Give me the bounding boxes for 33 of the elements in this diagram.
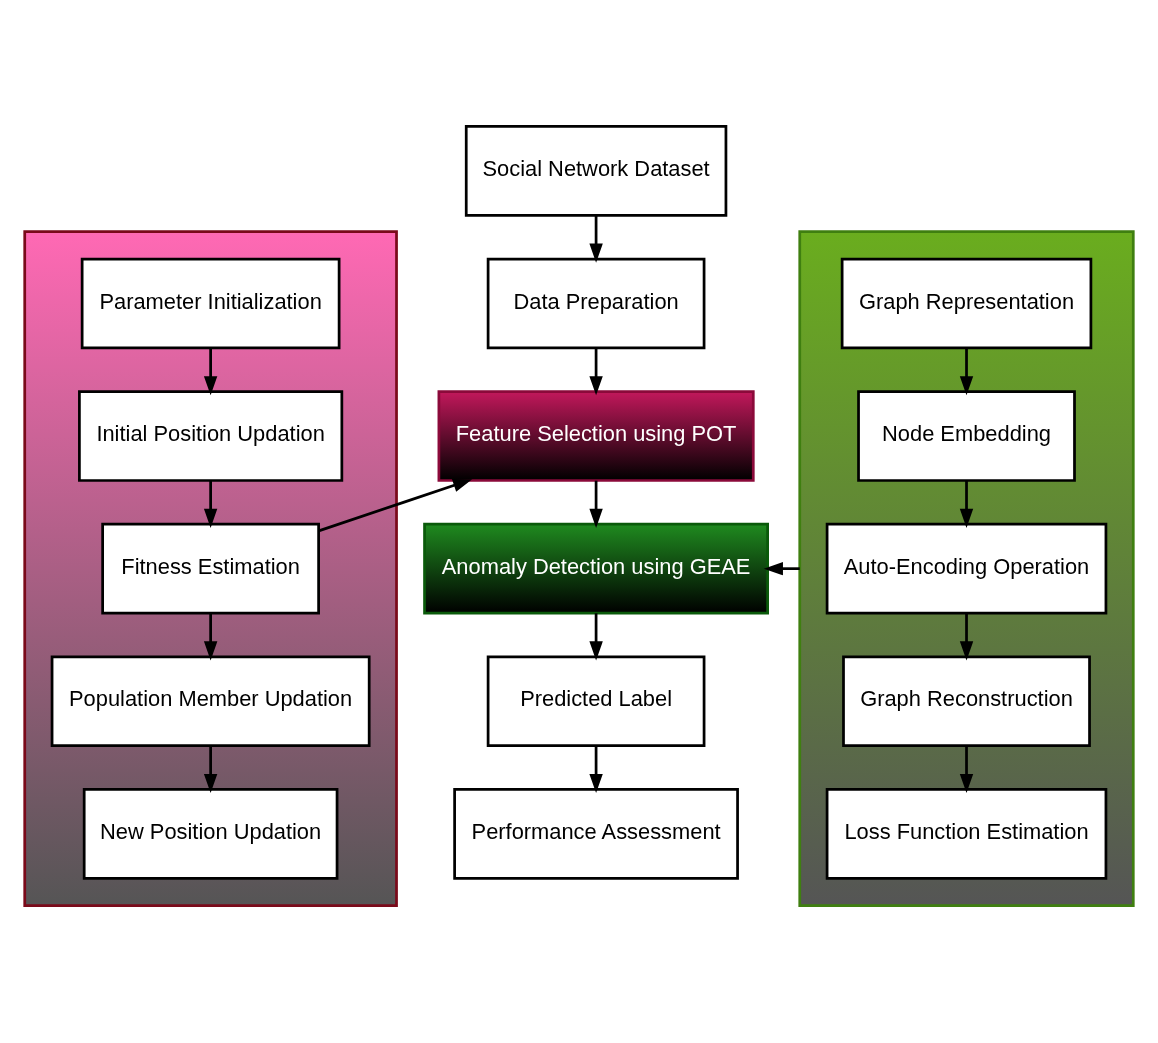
node-box: Graph Reconstruction bbox=[842, 655, 1091, 748]
arrow bbox=[959, 745, 974, 794]
arrow bbox=[203, 613, 218, 661]
arrow bbox=[959, 480, 974, 528]
node-box: Fitness Estimation bbox=[101, 522, 320, 615]
arrow bbox=[318, 478, 473, 533]
node-box: Anomaly Detection using GEAE bbox=[423, 522, 769, 615]
arrow bbox=[959, 348, 974, 396]
node-box: Social Network Dataset bbox=[464, 125, 728, 217]
cluster bbox=[23, 230, 398, 907]
arrow bbox=[203, 480, 218, 528]
node-box: Node Embedding bbox=[857, 390, 1076, 482]
arrow bbox=[589, 348, 603, 396]
arrow bbox=[203, 745, 218, 794]
node-box: New Position Updation bbox=[82, 788, 339, 880]
arrow bbox=[589, 613, 603, 661]
node-box: Performance Assessment bbox=[453, 788, 739, 880]
node-box: Population Member Updation bbox=[50, 655, 371, 748]
arrow bbox=[589, 215, 603, 263]
arrow bbox=[763, 561, 800, 576]
arrow bbox=[203, 348, 218, 396]
node-box: Auto-Encoding Operation bbox=[825, 522, 1108, 615]
node-box: Loss Function Estimation bbox=[825, 788, 1108, 880]
node-box: Parameter Initialization bbox=[80, 257, 341, 350]
node-box: Graph Representation bbox=[840, 257, 1093, 350]
cluster bbox=[798, 230, 1135, 907]
arrow bbox=[589, 745, 603, 794]
node-box: Predicted Label bbox=[486, 655, 706, 748]
node-box: Feature Selection using POT bbox=[437, 390, 755, 482]
arrow bbox=[589, 480, 603, 528]
node-box: Initial Position Updation bbox=[78, 390, 344, 482]
node-box: Data Preparation bbox=[486, 257, 706, 350]
arrow bbox=[959, 613, 974, 661]
